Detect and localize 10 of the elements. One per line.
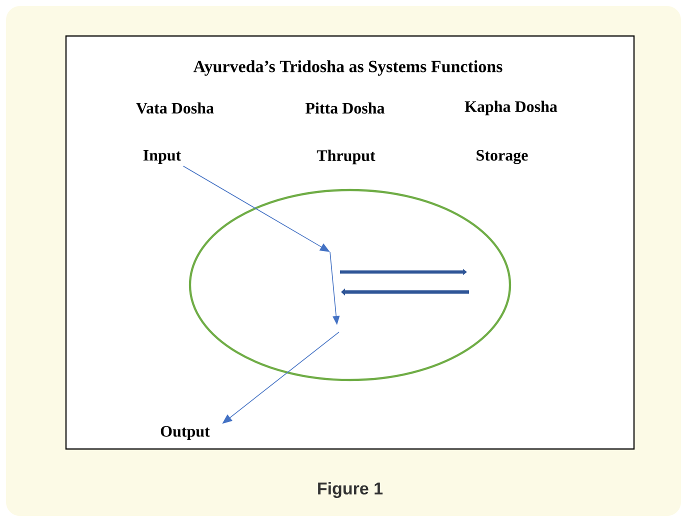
title: Ayurveda’s Tridosha as Systems Functions	[193, 60, 502, 76]
function-label: Storage	[476, 150, 528, 164]
function-label: Thruput	[316, 150, 376, 164]
ellipse	[188, 188, 512, 382]
column-heading: Vata Dosha	[136, 102, 214, 114]
node-label: Output	[160, 426, 210, 440]
column-heading: Pitta Dosha	[306, 102, 385, 114]
caption: Figure 1	[318, 482, 383, 498]
node-label: Input	[143, 150, 182, 164]
column-heading: Kapha Dosha	[464, 100, 558, 116]
